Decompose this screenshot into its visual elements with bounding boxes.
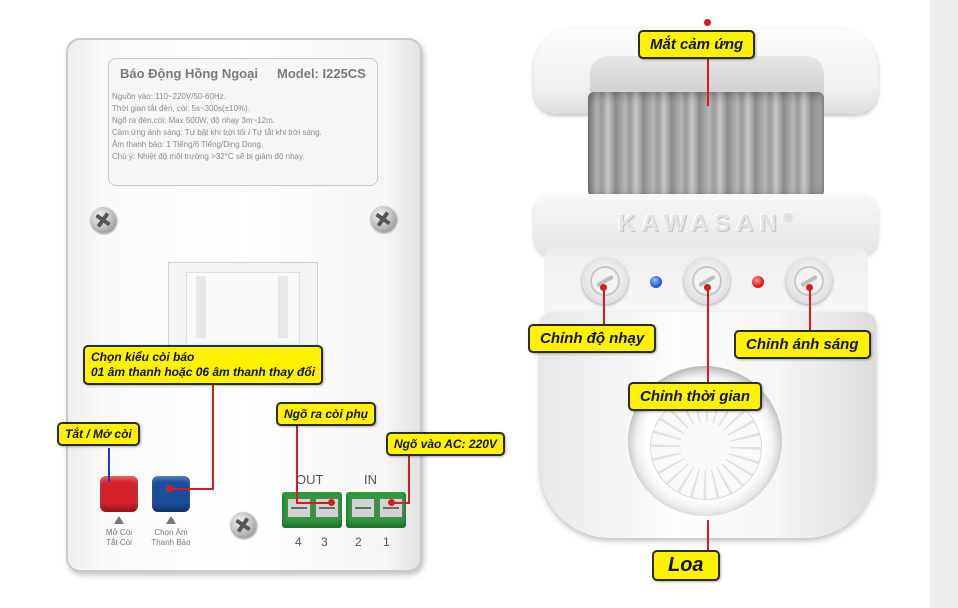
pointer-line bbox=[603, 288, 605, 324]
sensor-body-band bbox=[534, 194, 878, 256]
spec-line: Âm thanh báo: 1 Tiếng/6 Tiếng/Ding Dong. bbox=[112, 140, 264, 149]
pointer-dot bbox=[166, 485, 173, 492]
screw-icon bbox=[370, 206, 396, 232]
red-led-indicator bbox=[752, 276, 764, 288]
callout-speaker: Loa bbox=[652, 550, 720, 581]
pointer-line bbox=[108, 448, 110, 482]
pointer-line bbox=[408, 454, 410, 504]
screw-icon bbox=[90, 207, 116, 233]
pointer-dot bbox=[704, 19, 711, 26]
bracket-rib bbox=[196, 276, 206, 338]
terminal-number: 1 bbox=[383, 535, 390, 549]
spec-line: Chú ý: Nhiệt độ môi trường >32°C sẽ bị g… bbox=[112, 152, 305, 161]
pointer-dot bbox=[704, 284, 711, 291]
red-button-label: Tắt Còi bbox=[106, 538, 132, 547]
red-button-label: Mở Còi bbox=[105, 528, 133, 537]
blue-led-indicator bbox=[650, 276, 662, 288]
callout-text: 01 âm thanh hoặc 06 âm thanh thay đổi bbox=[91, 365, 316, 379]
callout-aux-siren: Ngõ ra còi phụ bbox=[276, 402, 376, 426]
pointer-dot bbox=[806, 284, 813, 291]
pir-lens bbox=[588, 92, 824, 200]
speaker-center bbox=[680, 422, 730, 470]
pointer-line bbox=[212, 380, 214, 490]
pointer-dot bbox=[388, 499, 395, 506]
arrow-up-icon bbox=[166, 516, 176, 524]
blue-button-label: Chọn Âm bbox=[154, 528, 188, 537]
pointer-line bbox=[707, 54, 709, 106]
pointer-line bbox=[296, 424, 298, 504]
brand-logo: KAWASAN® bbox=[618, 210, 798, 237]
in-label: IN bbox=[364, 472, 377, 487]
pointer-line bbox=[707, 288, 709, 382]
callout-toggle-siren: Tắt / Mở còi bbox=[57, 422, 140, 446]
terminal-number: 4 bbox=[295, 535, 302, 549]
out-label: OUT bbox=[296, 472, 324, 487]
spec-line: Ngõ ra đèn,còi: Max 500W, độ nhạy 3m~12m… bbox=[112, 116, 275, 125]
pointer-line bbox=[809, 288, 811, 332]
spec-line: Cảm ứng ánh sáng: Tự bật khi trời tối / … bbox=[112, 128, 322, 137]
pointer-line bbox=[392, 502, 410, 504]
callout-siren-type: Chọn kiểu còi báo 01 âm thanh hoặc 06 âm… bbox=[83, 345, 324, 385]
pointer-line bbox=[707, 520, 709, 554]
callout-sensitivity: Chỉnh độ nhạy bbox=[528, 324, 657, 353]
pointer-dot bbox=[328, 499, 335, 506]
blue-button-label: Thanh Báo bbox=[151, 538, 191, 547]
terminal-number: 3 bbox=[321, 535, 328, 549]
callout-light-sensor: Chỉnh ánh sáng bbox=[734, 330, 871, 359]
siren-toggle-button[interactable] bbox=[100, 476, 138, 512]
sensitivity-knob[interactable] bbox=[582, 258, 628, 304]
pointer-dot bbox=[600, 284, 607, 291]
callout-sensor-eye: Mắt cảm ứng bbox=[638, 30, 756, 59]
siren-tone-button[interactable] bbox=[152, 476, 190, 512]
background-strip bbox=[930, 0, 958, 608]
callout-text: Chọn kiểu còi báo bbox=[91, 350, 195, 364]
pointer-line bbox=[170, 488, 214, 490]
in-terminal-block bbox=[346, 492, 406, 528]
spec-label bbox=[108, 58, 378, 186]
spec-label-title: Báo Động Hồng Ngoại bbox=[120, 66, 258, 81]
callout-timer: Chỉnh thời gian bbox=[628, 382, 763, 411]
terminal-number: 2 bbox=[355, 535, 362, 549]
callout-ac-input: Ngõ vào AC: 220V bbox=[386, 432, 505, 456]
out-terminal-block bbox=[282, 492, 342, 528]
bracket-rib bbox=[278, 276, 288, 338]
knob-dial-icon bbox=[590, 266, 620, 296]
spec-line: Thời gian tắt đèn, còi: 5s~300s(±10%). bbox=[112, 104, 250, 113]
pointer-line bbox=[296, 502, 332, 504]
spec-line: Nguồn vào: 110~220V/50-60Hz. bbox=[112, 92, 226, 101]
spec-label-model: Model: I225CS bbox=[277, 66, 366, 81]
arrow-up-icon bbox=[114, 516, 124, 524]
screw-icon bbox=[230, 512, 256, 538]
